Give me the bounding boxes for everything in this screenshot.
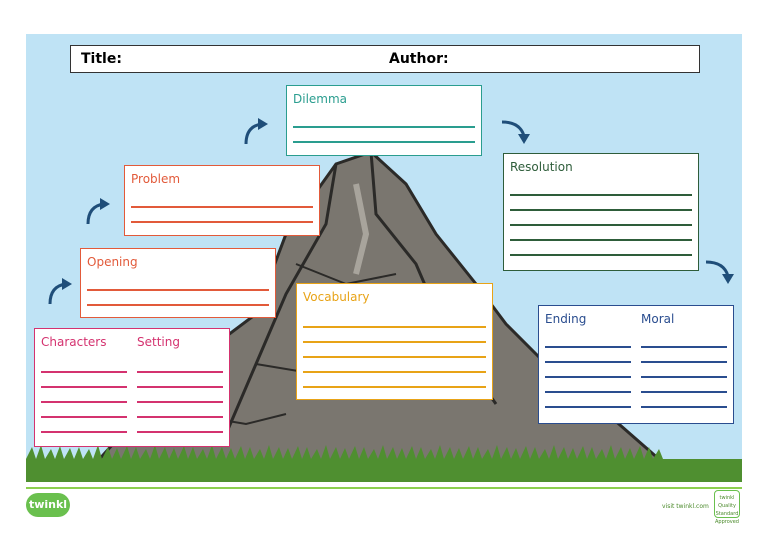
moral-line [641, 406, 727, 408]
ending-line [545, 406, 631, 408]
ending-label: Ending [545, 312, 587, 326]
opening-label: Opening [87, 255, 138, 269]
setting-label: Setting [137, 335, 180, 349]
title-label: Title: [81, 51, 122, 67]
resolution-label: Resolution [510, 160, 573, 174]
dilemma-label: Dilemma [293, 92, 348, 106]
resolution-line [510, 194, 692, 196]
vocabulary-line [303, 371, 486, 373]
vocabulary-label: Vocabulary [303, 290, 370, 304]
ending-line [545, 391, 631, 393]
dilemma-line [293, 141, 475, 143]
setting-line [137, 386, 223, 388]
curved-arrow-icon [48, 278, 72, 305]
moral-label: Moral [641, 312, 675, 326]
problem-label: Problem [131, 172, 181, 186]
vocabulary-box: Vocabulary [296, 283, 493, 400]
setting-line [137, 401, 223, 403]
characters-label: Characters [41, 335, 107, 349]
moral-line [641, 376, 727, 378]
resolution-line [510, 209, 692, 211]
opening-line [87, 304, 269, 306]
characters-line [41, 416, 127, 418]
characters-setting-box: Characters Setting [34, 328, 230, 447]
opening-box: Opening [80, 248, 276, 318]
ending-line [545, 346, 631, 348]
title-author-bar: Title: Author: [70, 45, 700, 73]
resolution-line [510, 224, 692, 226]
twinkl-logo: twinkl [26, 493, 70, 517]
dilemma-line [293, 126, 475, 128]
vocabulary-line [303, 326, 486, 328]
ending-line [545, 376, 631, 378]
ending-moral-box: Ending Moral [538, 305, 734, 424]
vocabulary-line [303, 356, 486, 358]
characters-line [41, 371, 127, 373]
visit-link[interactable]: visit twinkl.com [662, 503, 709, 510]
footer-divider [26, 487, 742, 489]
curved-arrow-icon [244, 118, 268, 145]
problem-box: Problem [124, 165, 320, 236]
opening-line [87, 289, 269, 291]
problem-line [131, 206, 313, 208]
resolution-line [510, 239, 692, 241]
characters-line [41, 401, 127, 403]
setting-line [137, 416, 223, 418]
quality-badge-icon: twinkl Quality Standard Approved [714, 490, 740, 525]
curved-arrow-icon [86, 198, 110, 225]
ending-line [545, 361, 631, 363]
moral-line [641, 391, 727, 393]
problem-line [131, 221, 313, 223]
moral-line [641, 346, 727, 348]
characters-line [41, 386, 127, 388]
resolution-line [510, 254, 692, 256]
resolution-box: Resolution [503, 153, 699, 271]
setting-line [137, 371, 223, 373]
author-label: Author: [389, 51, 449, 67]
vocabulary-line [303, 341, 486, 343]
moral-line [641, 361, 727, 363]
vocabulary-line [303, 386, 486, 388]
setting-line [137, 431, 223, 433]
dilemma-box: Dilemma [286, 85, 482, 156]
curved-arrow-icon [501, 120, 530, 144]
curved-arrow-icon [705, 260, 734, 284]
characters-line [41, 431, 127, 433]
